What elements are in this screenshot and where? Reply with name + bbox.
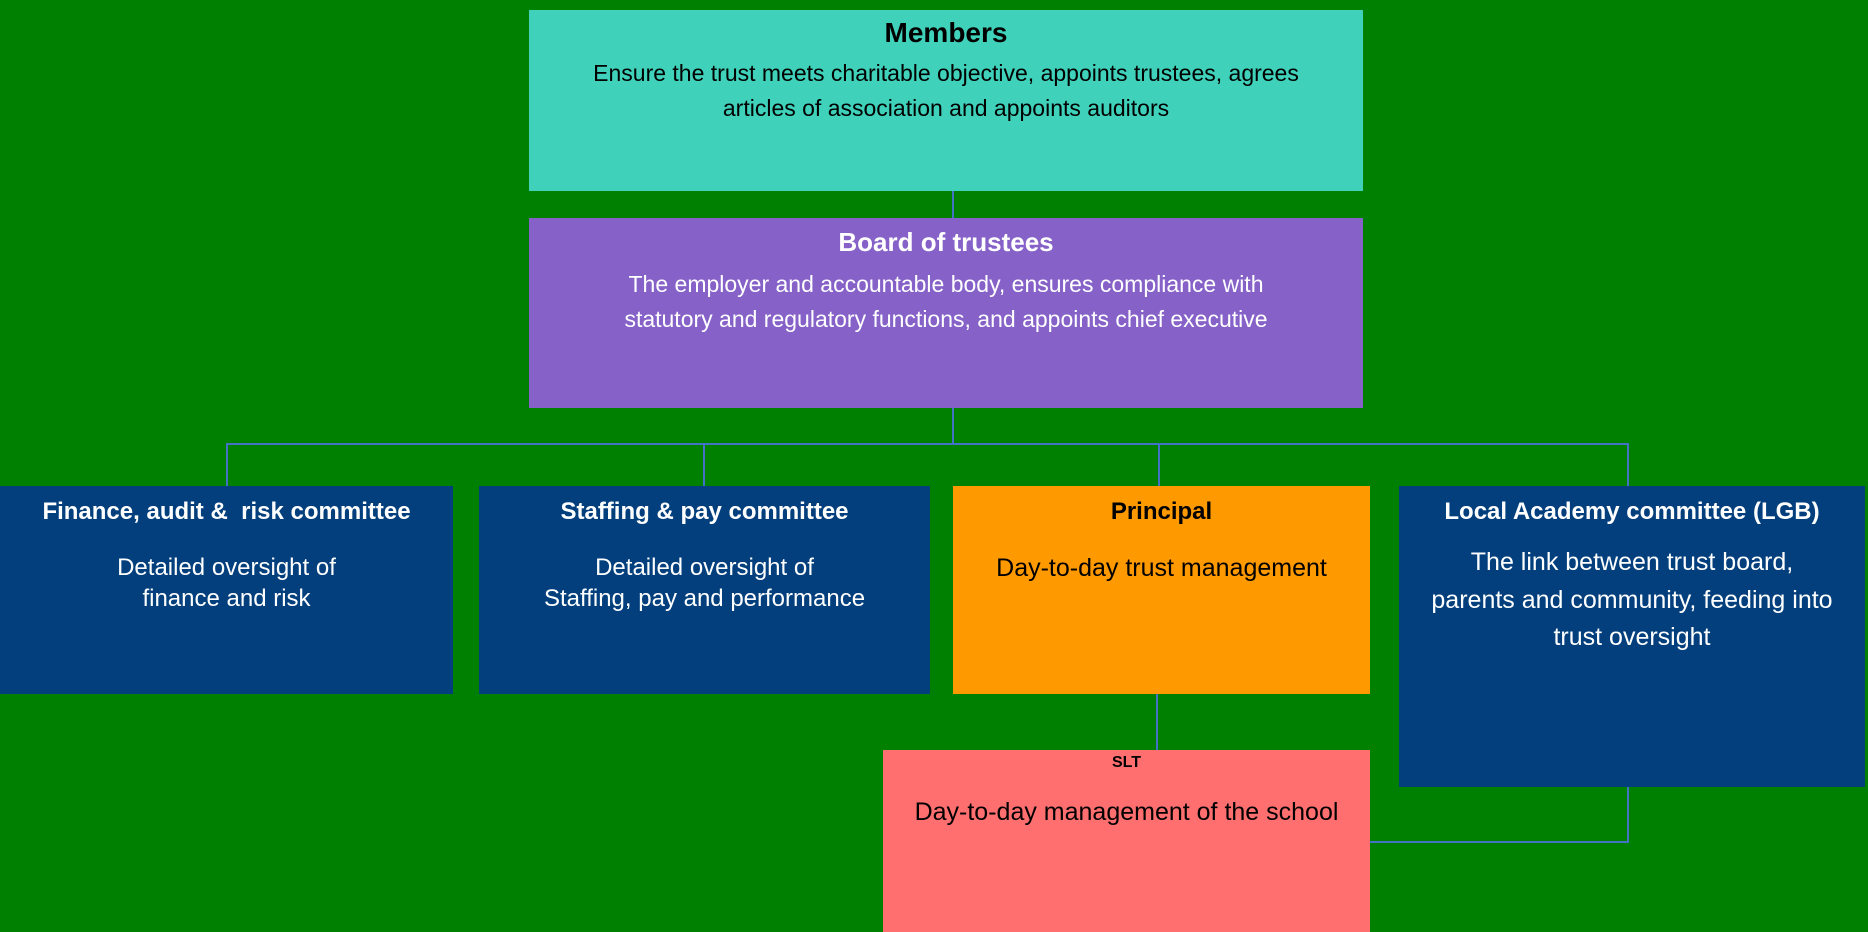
org-node-local-academy-committee: Local Academy committee (LGB) The link b… xyxy=(1399,486,1865,787)
connector-drop-lgb xyxy=(1627,445,1629,486)
connector-lgb-down xyxy=(1627,787,1629,843)
board-title: Board of trustees xyxy=(838,227,1054,257)
org-node-finance-audit-risk-committee: Finance, audit & risk committee Detailed… xyxy=(0,486,453,694)
slt-title: SLT xyxy=(1111,754,1142,771)
connector-trunk-horizontal xyxy=(226,443,1629,445)
org-node-slt: SLT Day-to-day management of the school xyxy=(883,750,1370,932)
connector-drop-principal xyxy=(1158,445,1160,486)
org-node-staffing-pay-committee: Staffing & pay committee Detailed oversi… xyxy=(479,486,930,694)
members-title: Members xyxy=(884,17,1008,48)
lgb-committee-title: Local Academy committee (LGB) xyxy=(1444,498,1820,525)
principal-description: Day-to-day trust management xyxy=(996,554,1327,582)
org-node-board-of-trustees: Board of trustees The employer and accou… xyxy=(529,218,1363,408)
connector-members-board xyxy=(952,191,954,218)
connector-board-trunk xyxy=(952,408,954,444)
lgb-committee-description: The link between trust board, parents an… xyxy=(1431,548,1833,651)
org-node-members: Members Ensure the trust meets charitabl… xyxy=(529,10,1363,191)
slt-description: Day-to-day management of the school xyxy=(914,798,1339,826)
connector-lgb-slt xyxy=(1370,841,1629,843)
board-description: The employer and accountable body, ensur… xyxy=(624,271,1268,332)
principal-title: Principal xyxy=(1110,498,1213,525)
finance-committee-title: Finance, audit & risk committee xyxy=(42,498,411,525)
connector-drop-finance xyxy=(226,445,228,486)
connector-drop-staffing xyxy=(703,445,705,486)
org-node-principal: Principal Day-to-day trust management xyxy=(953,486,1370,694)
staffing-committee-description: Detailed oversight of Staffing, pay and … xyxy=(543,554,866,613)
connector-principal-slt xyxy=(1156,694,1158,750)
finance-committee-description: Detailed oversight of finance and risk xyxy=(117,554,336,613)
staffing-committee-title: Staffing & pay committee xyxy=(560,498,849,525)
members-description: Ensure the trust meets charitable object… xyxy=(593,60,1299,121)
